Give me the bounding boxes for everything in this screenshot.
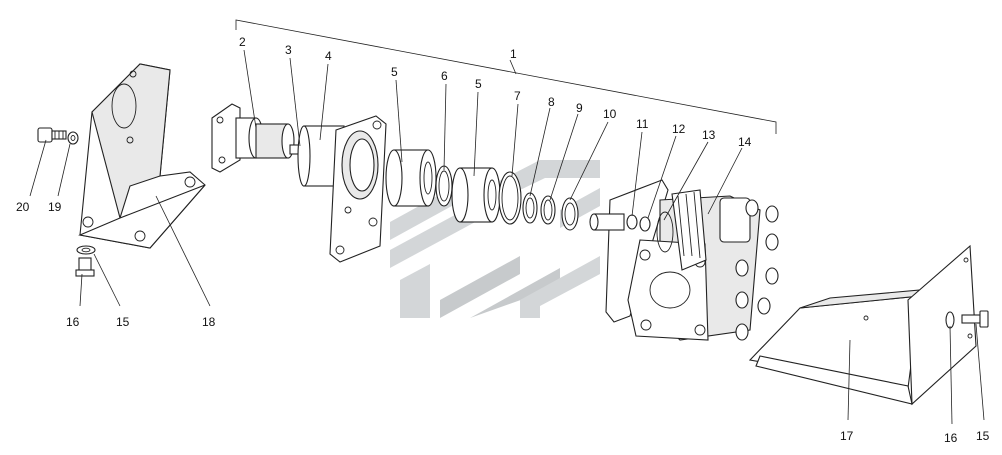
part-14-pump-body xyxy=(589,179,779,341)
part-18-bracket xyxy=(78,63,206,249)
callout-11: 11 xyxy=(636,117,649,131)
part-9-retaining-ring xyxy=(540,195,556,225)
part-6-ring xyxy=(435,165,453,207)
part-8-ring xyxy=(522,192,538,224)
part-16-washer-right xyxy=(945,311,955,329)
callout-12: 12 xyxy=(672,122,686,136)
callout-4: 4 xyxy=(325,49,332,63)
part-16-bolt-left xyxy=(75,257,95,277)
callout-15a: 15 xyxy=(116,315,130,329)
callout-labels: 1 2 3 4 5 6 5 7 8 9 10 11 12 13 14 20 19… xyxy=(16,35,990,445)
callout-16a: 16 xyxy=(66,315,80,329)
assembly-bracket xyxy=(235,19,777,134)
callout-17: 17 xyxy=(840,429,854,443)
part-4-housing xyxy=(297,115,387,263)
callout-8: 8 xyxy=(548,95,555,109)
part-13-gasket xyxy=(656,211,674,253)
callout-15b: 15 xyxy=(976,429,990,443)
part-17-bracket xyxy=(748,244,977,406)
callout-7: 7 xyxy=(514,89,521,103)
part-19-washer xyxy=(67,131,79,145)
part-15-bolt-right xyxy=(961,310,989,328)
part-5-bearing-b xyxy=(451,167,501,223)
part-12-nut xyxy=(639,216,651,232)
callout-18: 18 xyxy=(202,315,216,329)
callout-10: 10 xyxy=(603,107,617,121)
callout-1: 1 xyxy=(510,47,517,61)
part-10-seal xyxy=(561,197,579,231)
part-20-bolt xyxy=(37,127,67,143)
callout-5a: 5 xyxy=(391,65,398,79)
callout-3: 3 xyxy=(285,43,292,57)
part-11-washer xyxy=(626,214,638,230)
part-2-flange-shaft xyxy=(211,103,295,173)
part-5-bearing-a xyxy=(385,149,437,207)
callout-16b: 16 xyxy=(944,431,958,445)
callout-2: 2 xyxy=(239,35,246,49)
callout-9: 9 xyxy=(576,101,583,115)
leader-lines xyxy=(29,49,985,425)
watermark-logo xyxy=(390,160,600,318)
callout-14: 14 xyxy=(738,135,752,149)
part-15-washer-left xyxy=(76,245,96,255)
part-7-snap-ring xyxy=(498,171,522,225)
callout-5b: 5 xyxy=(475,77,482,91)
callout-19: 19 xyxy=(48,200,62,214)
callout-20: 20 xyxy=(16,200,30,214)
callout-6: 6 xyxy=(441,69,448,83)
callout-13: 13 xyxy=(702,128,716,142)
